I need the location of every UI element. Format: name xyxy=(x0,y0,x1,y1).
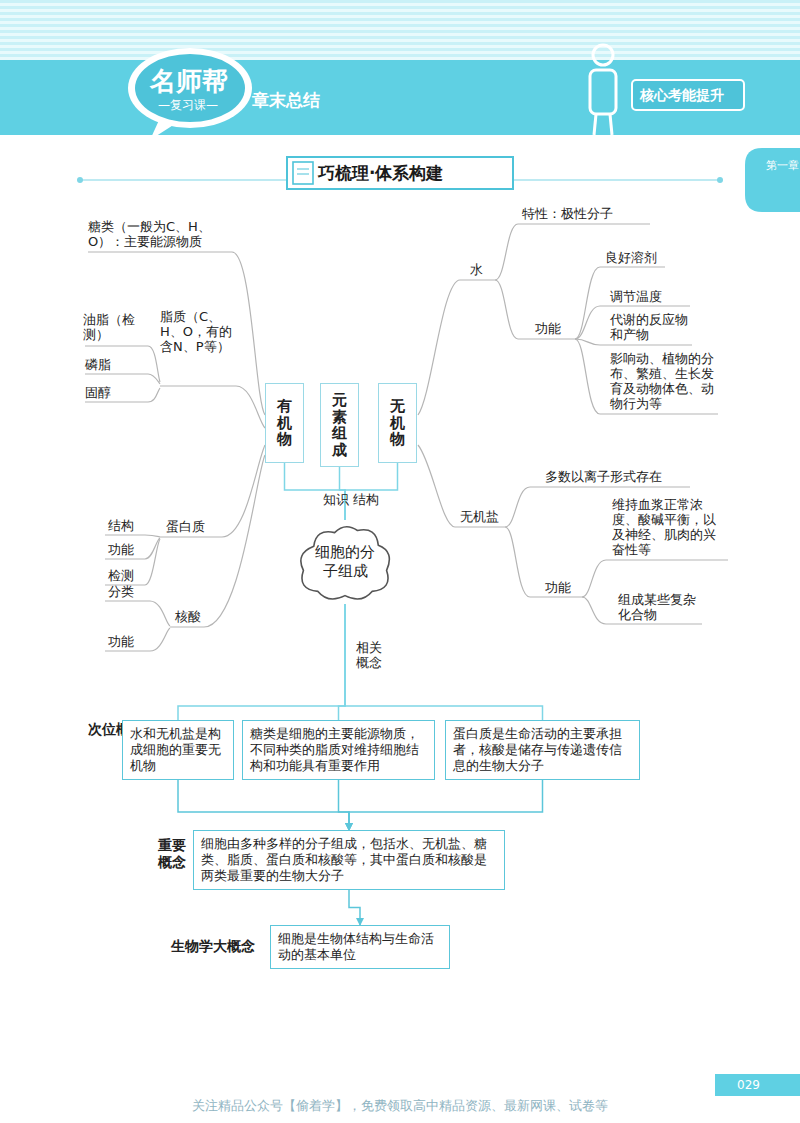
branch-label: 相关概念 xyxy=(356,640,384,670)
branch-label: 分类 xyxy=(108,584,134,599)
node-text: 细胞由多种多样的分子组成，包括水、无机盐、糖类、脂质、蛋白质和核酸等，其中蛋白质… xyxy=(201,836,497,884)
node-text: 有机物 xyxy=(277,398,292,448)
connector xyxy=(178,780,349,830)
connector xyxy=(178,604,345,720)
branch-label: 良好溶剂 xyxy=(605,250,657,265)
branch-label: 功能 xyxy=(535,321,561,336)
branch-label: 结构 xyxy=(108,518,134,533)
concept-box: 蛋白质是生命活动的主要承担者，核酸是储存与传递遗传信息的生物大分子 xyxy=(445,720,640,780)
node-text: 水和无机盐是构成细胞的重要无机物 xyxy=(130,726,226,774)
node-text: 蛋白质是生命活动的主要承担者，核酸是储存与传递遗传信息的生物大分子 xyxy=(453,726,632,774)
branch-label: 脂质（C、H、O，有的含N、P等） xyxy=(160,309,240,354)
branch-label: —复习课— xyxy=(158,98,218,113)
connector xyxy=(349,890,360,925)
category-box: 元素组成 xyxy=(320,383,359,467)
branch-label: 维持血浆正常浓度、酸碱平衡，以及神经、肌肉的兴奋性等 xyxy=(612,497,726,557)
node-text: 无机物 xyxy=(390,398,405,448)
branch-label: 调节温度 xyxy=(610,289,662,304)
branch-label: 组成某些复杂化合物 xyxy=(618,592,700,622)
branch-label: 水 xyxy=(470,262,483,277)
branch-label: 结构 xyxy=(353,493,366,507)
branch-label: 糖类（一般为C、H、O）：主要能源物质 xyxy=(88,219,238,249)
branch-label: 知识 xyxy=(323,493,336,507)
node-text: 元素组成 xyxy=(332,392,347,458)
branch-label: 磷脂 xyxy=(85,357,111,372)
concept-box: 重要概念细胞由多种多样的分子组成，包括水、无机盐、糖类、脂质、蛋白质和核酸等，其… xyxy=(193,830,505,890)
connector xyxy=(349,780,543,830)
branch-label: 第一章 xyxy=(766,160,777,172)
branch-label: 名师帮 xyxy=(150,66,228,96)
branch-label: 油脂（检测） xyxy=(83,312,145,342)
connector xyxy=(345,463,398,520)
concept-heading: 重要概念 xyxy=(158,837,186,871)
concept-box: 生物学大概念细胞是生物体结构与生命活动的基本单位 xyxy=(270,925,450,969)
cloud-node: 细胞的分子组成 xyxy=(293,520,397,604)
connector xyxy=(339,780,350,830)
branch-label: 关注精品公众号【偷着学】，免费领取高中精品资源、最新网课、试卷等 xyxy=(0,1098,800,1113)
branch-label: 功能 xyxy=(545,580,571,595)
branch-label: 多数以离子形式存在 xyxy=(545,469,662,484)
branch-label: 029 xyxy=(737,1078,760,1093)
branch-label: 影响动、植物的分布、繁殖、生长发育及动物体色、动物行为等 xyxy=(610,351,718,411)
branch-label: 章末总结 xyxy=(252,90,320,110)
node-text: 细胞的分子组成 xyxy=(309,543,381,581)
connector xyxy=(345,604,543,720)
concept-heading: 生物学大概念 xyxy=(171,938,267,954)
branch-label: 检测 xyxy=(108,568,134,583)
branch-label: 功能 xyxy=(108,634,134,649)
node-text: 糖类是细胞的主要能源物质，不同种类的脂质对维持细胞结构和功能具有重要作用 xyxy=(250,726,427,774)
node-text: 细胞是生物体结构与生命活动的基本单位 xyxy=(278,931,442,963)
connector xyxy=(339,604,346,720)
branch-label: 无机盐 xyxy=(460,509,499,524)
connector xyxy=(340,467,346,520)
branch-label: 特性：极性分子 xyxy=(522,206,613,221)
branch-label: 功能 xyxy=(108,542,134,557)
branch-label: 核酸 xyxy=(175,609,201,624)
branch-label: 核心考能提升 xyxy=(640,87,724,104)
concept-box: 糖类是细胞的主要能源物质，不同种类的脂质对维持细胞结构和功能具有重要作用 xyxy=(242,720,435,780)
branch-label: 次位概念 xyxy=(88,722,102,737)
branch-label: 蛋白质 xyxy=(166,519,205,534)
category-box: 无机物 xyxy=(378,383,417,463)
section-title: 巧梳理·体系构建 xyxy=(318,161,443,185)
category-box: 有机物 xyxy=(265,383,304,463)
connector xyxy=(285,463,346,520)
branch-label: 固醇 xyxy=(85,385,111,400)
concept-box: 水和无机盐是构成细胞的重要无机物 xyxy=(122,720,234,780)
branch-label: 代谢的反应物和产物 xyxy=(610,312,690,342)
